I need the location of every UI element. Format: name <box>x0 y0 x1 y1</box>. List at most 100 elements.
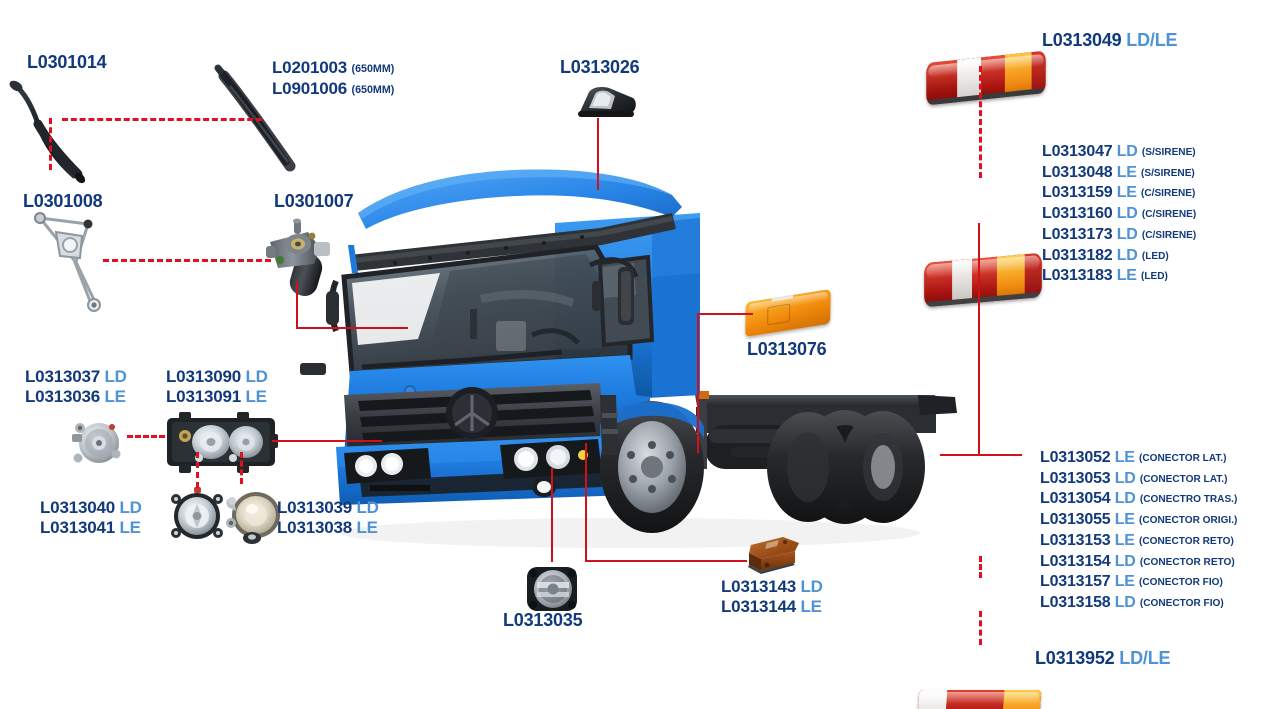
side-code: LD <box>1114 593 1136 611</box>
part-note: (CONECTOR FIO) <box>1139 577 1223 589</box>
part-number: L0313952 <box>1035 648 1115 668</box>
part-number: L0901006 <box>272 79 347 99</box>
relay-row-1: L0313143 LD <box>721 577 823 597</box>
leader-top-lamp-dashed <box>979 66 982 178</box>
leader-relay-vertical <box>585 443 587 561</box>
label-fog-lamp-right: L0313039 LD L0313038 LE <box>277 498 379 538</box>
part-number: L0313039 <box>277 498 352 517</box>
part-number: L0313157 <box>1040 573 1111 591</box>
leader-side-marker-horizontal <box>697 313 753 315</box>
wiper-arm-part-image <box>8 78 118 198</box>
leader-assembly-to-fog-right <box>240 452 243 484</box>
tail-low-row-5: L0313153 LE (CONECTOR RETO) <box>1040 531 1237 552</box>
relay-row-2: L0313144 LE <box>721 597 823 617</box>
part-note: (CONECTRO TRAS.) <box>1139 494 1238 506</box>
side-code: LD <box>1114 552 1136 570</box>
part-number: L0301008 <box>23 191 103 211</box>
leader-bottom-lamp-dashed <box>979 611 982 645</box>
leader-right-spine <box>978 223 980 455</box>
horn-part-image <box>524 562 580 616</box>
label-horn: L0313035 <box>503 610 583 631</box>
tail-low-row-1: L0313052 LE (CONECTOR LAT.) <box>1040 448 1237 469</box>
side-code: LE <box>1114 573 1135 591</box>
part-note: (CONECTOR RETO) <box>1139 556 1235 568</box>
label-side-marker: L0313076 <box>747 339 827 360</box>
part-number: L0313160 <box>1042 205 1113 223</box>
side-code: LD/LE <box>1119 648 1171 668</box>
truck-illustration <box>300 95 960 575</box>
part-number: L0313158 <box>1040 593 1111 611</box>
part-number: L0313076 <box>747 339 827 359</box>
wiper-motor-part-image <box>262 218 336 302</box>
side-code: LD/LE <box>1126 30 1178 50</box>
label-roof-marker: L0313026 <box>560 57 640 78</box>
part-number: L0313183 <box>1042 267 1113 285</box>
side-code: LD <box>1114 469 1136 487</box>
side-code: LD <box>1116 143 1138 160</box>
roof-marker-lamp-part-image <box>575 84 639 120</box>
part-number: L0313049 <box>1042 30 1122 50</box>
fog-right-row-1: L0313039 LD <box>277 498 379 518</box>
leader-assembly-to-truck <box>272 440 382 442</box>
tail-low-row-4: L0313055 LE (CONECTOR ORIGI.) <box>1040 510 1237 531</box>
side-code: LD <box>1116 246 1138 264</box>
part-note: (LED) <box>1141 271 1168 283</box>
wiper-linkage-part-image <box>30 208 122 318</box>
side-code: LD <box>119 498 142 517</box>
label-tail-lamp-mid-list: L0313047 LD (S/SIRENE) L0313048 LE (S/SI… <box>1042 142 1196 287</box>
headlamp-bulb-holder-part-image <box>68 414 126 472</box>
side-code: LE <box>1114 449 1135 466</box>
side-code: LE <box>245 387 268 406</box>
tail-mid-row-1: L0313047 LD (S/SIRENE) <box>1042 142 1196 163</box>
part-note: (C/SIRENE) <box>1141 188 1196 200</box>
part-number: L0313154 <box>1040 552 1111 570</box>
label-tail-lamp-top: L0313049 LD/LE <box>1042 30 1177 51</box>
part-note: (C/SIRENE) <box>1141 209 1197 221</box>
leader-arm-to-blade <box>62 118 262 121</box>
side-code: LD <box>1116 225 1138 243</box>
tail-lamp-top-part-image <box>926 50 1046 106</box>
leader-roof-marker <box>597 118 599 190</box>
part-number: L0313037 <box>25 367 100 386</box>
part-number: L0313047 <box>1042 143 1113 160</box>
tail-low-row-2: L0313053 LD (CONECTOR LAT.) <box>1040 469 1237 490</box>
headlamp-assembly-part-image <box>163 412 279 474</box>
part-note: (CONECTOR RETO) <box>1139 536 1234 548</box>
part-number: L0313054 <box>1040 490 1111 508</box>
side-code: LD <box>245 367 268 386</box>
part-number: L0313173 <box>1042 225 1113 243</box>
label-headlamp-bulb-holder: L0313037 LD L0313036 LE <box>25 367 127 407</box>
fog-left-row-1: L0313040 LD <box>40 498 142 518</box>
label-wiper-arm: L0301014 <box>27 52 107 73</box>
tail-low-row-3: L0313054 LD (CONECTRO TRAS.) <box>1040 489 1237 510</box>
fog-right-row-2: L0313038 LE <box>277 518 379 538</box>
side-code: LD <box>1116 205 1138 223</box>
part-number: L0313159 <box>1042 184 1113 202</box>
tail-low-row-6: L0313154 LD (CONECTOR RETO) <box>1040 552 1237 573</box>
leader-bulb-to-assembly <box>127 435 165 438</box>
leader-rear-to-spine <box>940 454 1022 456</box>
part-note: (CONECTOR LAT.) <box>1139 453 1227 465</box>
side-code: LD <box>800 577 823 596</box>
part-note: (CONECTOR LAT.) <box>1139 473 1228 485</box>
side-code: LE <box>1116 163 1137 181</box>
side-code: LE <box>356 518 379 537</box>
leader-side-marker-vertical <box>697 313 699 453</box>
leader-relay-horizontal <box>585 560 747 562</box>
bulb-holder-row-2: L0313036 LE <box>25 387 127 407</box>
side-code: LE <box>1114 511 1135 529</box>
truck-svg <box>300 169 957 548</box>
part-note: (650MM) <box>351 63 395 76</box>
side-code: LE <box>1116 184 1137 202</box>
side-code: LD <box>356 498 379 517</box>
side-code: LE <box>1114 531 1135 549</box>
tail-lamp-low-part-image <box>916 690 1042 709</box>
fog-lamp-reflector-part-image <box>222 485 280 544</box>
tail-mid-row-4: L0313160 LD (C/SIRENE) <box>1042 204 1196 225</box>
side-code: LE <box>119 518 142 537</box>
label-headlamp-assembly: L0313090 LD L0313091 LE <box>166 367 268 407</box>
leader-motor-to-cab <box>296 327 408 329</box>
part-number: L0313153 <box>1040 531 1111 549</box>
part-note: (CONECTOR ORIGI.) <box>1139 515 1238 527</box>
part-note: (650MM) <box>351 84 395 97</box>
